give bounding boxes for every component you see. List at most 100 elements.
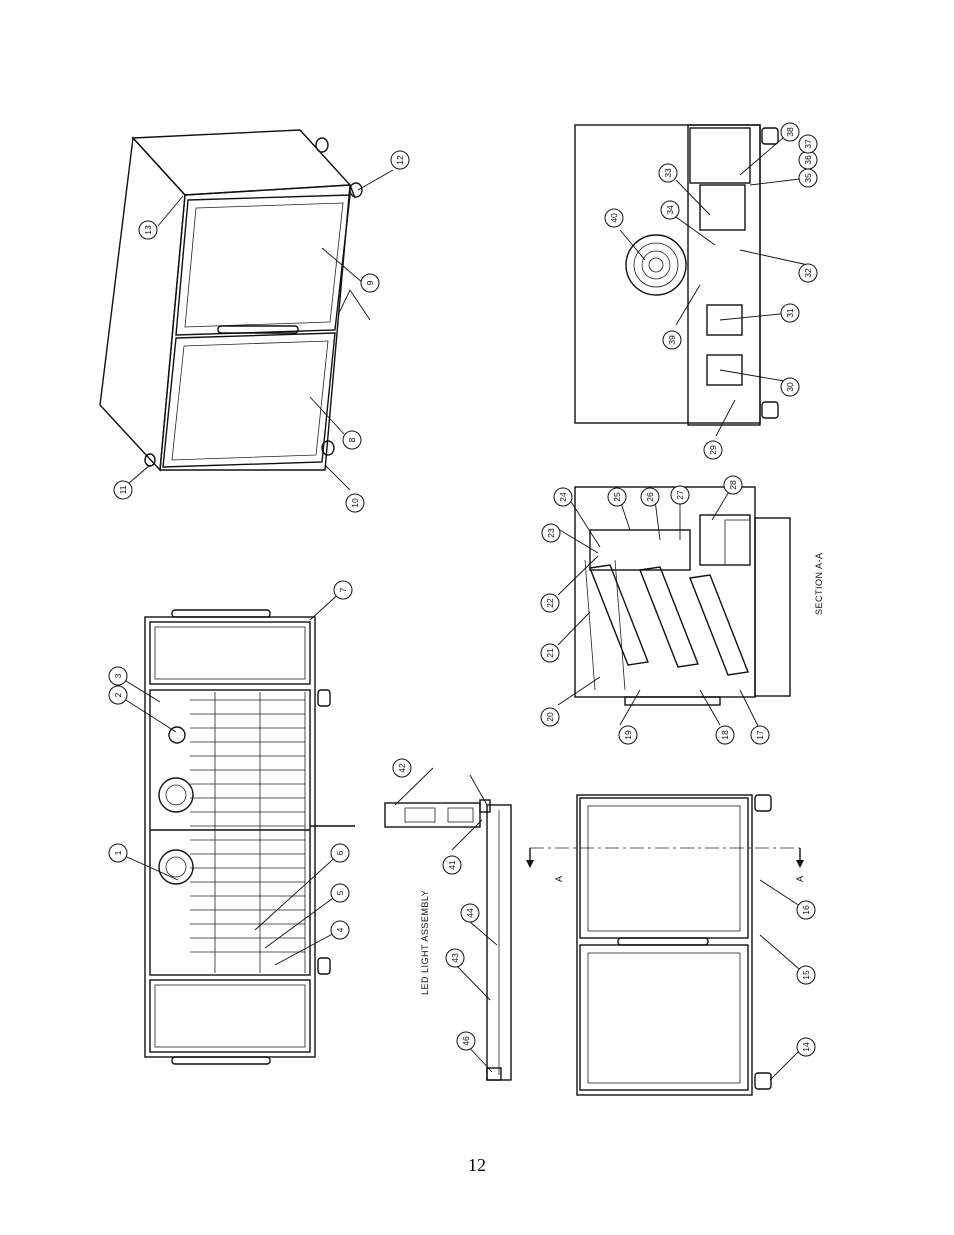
svg-text:27: 27: [675, 490, 685, 500]
section-a-a-view: SECTION A-A: [574, 486, 824, 706]
callout-2: 2: [108, 685, 128, 705]
svg-text:38: 38: [785, 127, 795, 137]
callout-19: 19: [618, 725, 638, 745]
callout-37: 37: [798, 134, 818, 154]
section-marker-top: A: [554, 875, 564, 882]
callout-29: 29: [703, 440, 723, 460]
callout-26: 26: [640, 487, 660, 507]
callout-12: 12: [390, 150, 410, 170]
svg-text:33: 33: [663, 168, 673, 178]
svg-text:42: 42: [397, 763, 407, 773]
svg-text:35: 35: [803, 173, 813, 183]
svg-text:1: 1: [113, 850, 123, 855]
svg-text:28: 28: [728, 480, 738, 490]
callout-10: 10: [345, 493, 365, 513]
callout-46: 46: [456, 1031, 476, 1051]
svg-text:41: 41: [447, 860, 457, 870]
svg-text:3: 3: [113, 673, 123, 678]
section-aa-label: SECTION A-A: [814, 552, 824, 615]
svg-text:34: 34: [665, 205, 675, 215]
callout-22: 22: [540, 593, 560, 613]
svg-text:40: 40: [609, 213, 619, 223]
callout-18: 18: [715, 725, 735, 745]
svg-text:13: 13: [143, 225, 153, 235]
svg-text:15: 15: [801, 970, 811, 980]
callout-25: 25: [607, 487, 627, 507]
callout-28: 28: [723, 475, 743, 495]
top-view-shelves: [117, 589, 355, 1065]
callout-27: 27: [670, 485, 690, 505]
svg-text:20: 20: [545, 712, 555, 722]
callout-31: 31: [780, 303, 800, 323]
svg-text:7: 7: [338, 587, 348, 592]
callout-39: 39: [662, 330, 682, 350]
callout-21: 21: [540, 643, 560, 663]
callout-17: 17: [750, 725, 770, 745]
svg-text:32: 32: [803, 268, 813, 278]
callout-1: 1: [108, 843, 128, 863]
callout-5: 5: [330, 883, 350, 903]
callout-13: 13: [138, 220, 158, 240]
isometric-cabinet-view: [99, 129, 394, 491]
shelf-ribs: [190, 699, 305, 953]
svg-text:9: 9: [365, 280, 375, 285]
front-view: A A: [526, 794, 807, 1096]
callout-3: 3: [108, 666, 128, 686]
svg-text:2: 2: [113, 692, 123, 697]
svg-text:30: 30: [785, 382, 795, 392]
right-leaders: [557, 131, 809, 731]
svg-text:14: 14: [801, 1042, 811, 1052]
callout-6: 6: [330, 843, 350, 863]
side-view-components: [574, 124, 779, 426]
callout-24: 24: [553, 487, 573, 507]
svg-text:36: 36: [803, 155, 813, 165]
callout-7: 7: [333, 580, 353, 600]
callout-15: 15: [796, 965, 816, 985]
svg-text:26: 26: [645, 492, 655, 502]
slanted-shelves: [589, 564, 749, 676]
svg-text:25: 25: [612, 492, 622, 502]
svg-text:5: 5: [335, 890, 345, 895]
svg-text:18: 18: [720, 730, 730, 740]
callout-23: 23: [541, 523, 561, 543]
svg-text:21: 21: [545, 648, 555, 658]
svg-text:10: 10: [350, 498, 360, 508]
svg-text:24: 24: [558, 492, 568, 502]
svg-text:4: 4: [335, 927, 345, 932]
svg-text:46: 46: [461, 1036, 471, 1046]
section-marker-bottom: A: [795, 875, 805, 882]
callout-35: 35: [798, 168, 818, 188]
callout-20: 20: [540, 707, 560, 727]
callout-4: 4: [330, 920, 350, 940]
callout-33: 33: [658, 163, 678, 183]
svg-text:6: 6: [335, 850, 345, 855]
svg-text:16: 16: [801, 905, 811, 915]
callout-8: 8: [342, 430, 362, 450]
led-light-assembly: LED LIGHT ASSEMBLY: [384, 767, 512, 1081]
svg-text:43: 43: [450, 953, 460, 963]
callout-43: 43: [445, 948, 465, 968]
svg-text:17: 17: [755, 730, 765, 740]
led-light-assembly-label: LED LIGHT ASSEMBLY: [420, 890, 430, 995]
svg-text:12: 12: [395, 155, 405, 165]
callout-36: 36: [798, 150, 818, 170]
callout-40: 40: [604, 208, 624, 228]
callout-44: 44: [460, 903, 480, 923]
callout-38: 38: [780, 122, 800, 142]
svg-text:8: 8: [347, 437, 357, 442]
callout-41: 41: [442, 855, 462, 875]
callout-42: 42: [392, 758, 412, 778]
callout-14: 14: [796, 1037, 816, 1057]
svg-text:37: 37: [803, 139, 813, 149]
callout-34: 34: [660, 200, 680, 220]
callout-32: 32: [798, 263, 818, 283]
callout-9: 9: [360, 273, 380, 293]
svg-text:19: 19: [623, 730, 633, 740]
svg-text:22: 22: [545, 598, 555, 608]
svg-text:31: 31: [785, 308, 795, 318]
svg-text:44: 44: [465, 908, 475, 918]
callout-30: 30: [780, 377, 800, 397]
callout-16: 16: [796, 900, 816, 920]
